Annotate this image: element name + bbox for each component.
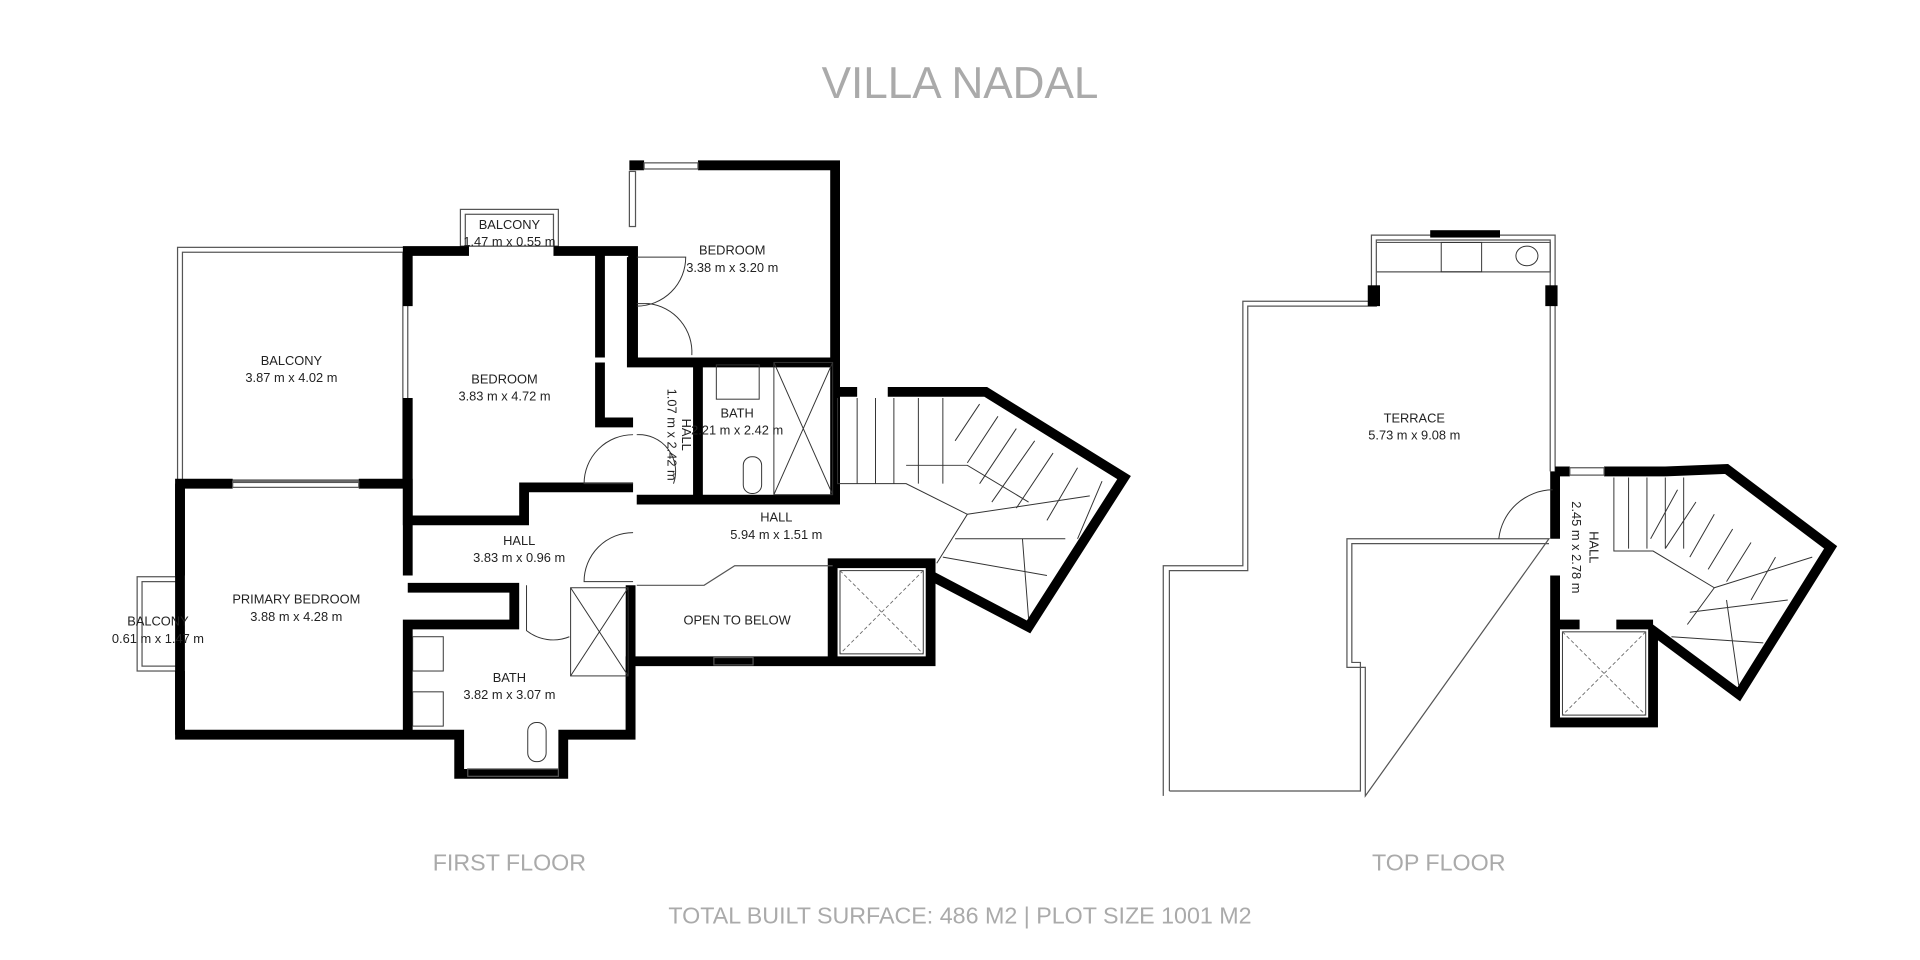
room-name: BATH (493, 670, 526, 685)
room-name: HALL (760, 510, 792, 525)
room-size: 1.07 m x 2.42 m (664, 389, 679, 481)
room-size: 3.88 m x 4.28 m (250, 609, 342, 624)
room-size: 5.73 m x 9.08 m (1368, 428, 1460, 443)
room-name: HALL (503, 533, 535, 548)
room-name: BEDROOM (699, 243, 765, 258)
room-name: BALCONY (127, 614, 189, 629)
room-size: 3.82 m x 3.07 m (463, 687, 555, 702)
room-name: BALCONY (479, 217, 541, 232)
balcony-outline (176, 246, 409, 484)
surface-summary: TOTAL BUILT SURFACE: 486 M2 | PLOT SIZE … (668, 902, 1251, 928)
room-size: 2.21 m x 2.42 m (691, 423, 783, 438)
room-name: PRIMARY BEDROOM (232, 592, 360, 607)
staircase (837, 397, 1103, 619)
first-floor-label: FIRST FLOOR (433, 850, 586, 876)
plan-title: VILLA NADAL (822, 59, 1099, 108)
room-size: 3.38 m x 3.20 m (686, 260, 778, 275)
sink (715, 364, 760, 400)
room-name: TERRACE (1384, 410, 1446, 425)
door-swing (1498, 489, 1553, 539)
room-name: BATH (720, 406, 753, 421)
room-size: 3.83 m x 4.72 m (458, 388, 550, 403)
staircase (1613, 477, 1813, 686)
room-name: OPEN TO BELOW (683, 612, 791, 627)
shower (570, 587, 629, 677)
room-size: 2.45 m x 2.78 m (1569, 501, 1584, 593)
room-name: BEDROOM (471, 371, 537, 386)
room-size: 5.94 m x 1.51 m (730, 527, 822, 542)
top-floor-label: TOP FLOOR (1372, 850, 1506, 876)
toilet (742, 456, 763, 494)
terrace-outline (1162, 234, 1556, 798)
door-swing (636, 256, 693, 356)
first-floor-plan (136, 160, 1131, 779)
lift (839, 570, 924, 655)
room-name: HALL (679, 419, 694, 451)
room-size: 1.47 m x 0.55 m (463, 234, 555, 249)
room-size: 3.87 m x 4.02 m (245, 370, 337, 385)
top-floor-plan (1162, 230, 1838, 798)
cooktop (1440, 241, 1483, 273)
shower (773, 361, 834, 496)
room-name: HALL (1586, 531, 1601, 563)
room-size: 3.83 m x 0.96 m (473, 550, 565, 565)
room-size: 0.61 m x 1.47 m (112, 631, 204, 646)
room-name: BALCONY (261, 353, 323, 368)
toilet (527, 721, 547, 763)
sink (1515, 245, 1539, 267)
lift (1561, 631, 1647, 716)
